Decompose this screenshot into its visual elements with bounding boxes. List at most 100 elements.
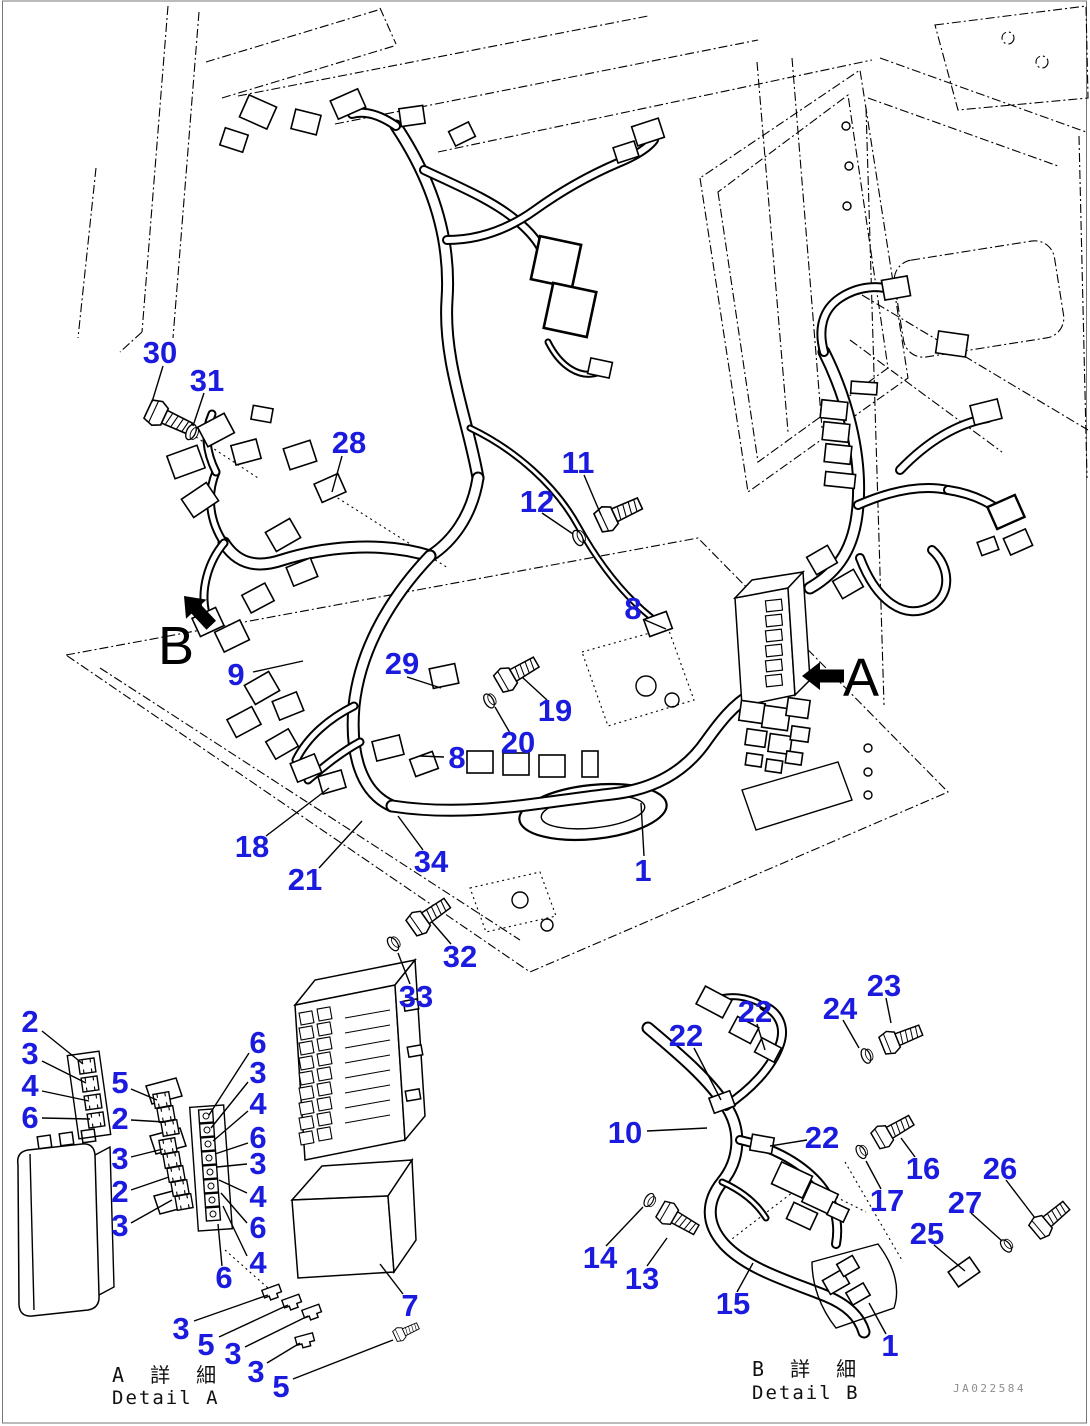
connector [264, 517, 302, 553]
fuse-slot-line [344, 1039, 391, 1049]
callout-3: 3 [111, 1141, 128, 1176]
callout-leader [406, 676, 442, 689]
connector [289, 752, 323, 784]
parts-diagram-art: 3031281112892919208182134132332346523236… [16, 5, 1089, 1404]
connector [784, 696, 812, 720]
detail-b-title-en: Detail B [752, 1382, 860, 1404]
callout-leader [212, 1110, 249, 1142]
connector [282, 439, 318, 471]
connectors-and-fasteners [77, 87, 1075, 1350]
connector [934, 330, 970, 358]
fuse-slot [764, 643, 784, 658]
fuse-slot [298, 1055, 315, 1071]
callout-leader [130, 1176, 170, 1191]
harness-tube [857, 547, 950, 615]
connector [707, 1089, 737, 1115]
connector [213, 618, 251, 654]
connector [694, 985, 734, 1019]
callout-17: 17 [870, 1183, 904, 1218]
fusible-link [200, 1150, 218, 1166]
connector [289, 108, 323, 136]
callout-leader [419, 755, 445, 758]
callout-leader [222, 1205, 248, 1257]
callout-leader [769, 1139, 808, 1147]
fuse-slot [298, 1085, 315, 1101]
callout-23: 23 [867, 968, 901, 1003]
view-letter-b: B [158, 616, 194, 676]
detail-a-title-en: Detail A [112, 1387, 220, 1409]
connector [753, 1036, 783, 1064]
callout-leader [521, 676, 548, 701]
connector [785, 1201, 819, 1231]
callout-leader [41, 1117, 91, 1120]
callout-leader [193, 1294, 269, 1322]
fusible-link [199, 1136, 217, 1152]
connector [240, 581, 276, 615]
callout-10: 10 [608, 1115, 642, 1150]
fuse-slot [316, 1051, 333, 1067]
connector [748, 1133, 776, 1155]
callout-leader [220, 1192, 248, 1224]
clip [294, 1332, 317, 1350]
callout-leader [397, 815, 424, 851]
callout-leader [208, 1052, 250, 1116]
fuse-slot [316, 1096, 333, 1112]
callout-6: 6 [215, 1260, 232, 1295]
callout-20: 20 [501, 725, 535, 760]
callout-15: 15 [716, 1286, 750, 1321]
callout-4: 4 [249, 1245, 267, 1280]
callout-2: 2 [21, 1004, 38, 1039]
connector [538, 754, 566, 778]
fusible-link [198, 1122, 216, 1138]
callout-3: 3 [249, 1146, 266, 1181]
harness-tube-outline [423, 471, 485, 563]
fuse-slot [298, 1040, 315, 1056]
callout-leader [130, 1088, 158, 1101]
fuse-slot-line [344, 1069, 391, 1079]
callout-26: 26 [983, 1151, 1017, 1186]
connector [823, 442, 853, 466]
connector [976, 535, 1000, 557]
callout-7: 7 [401, 1288, 418, 1323]
fuse-slot [298, 1115, 315, 1131]
callout-4: 4 [249, 1086, 267, 1121]
clip [281, 1293, 304, 1313]
callout-21: 21 [288, 862, 322, 897]
connector [612, 139, 640, 165]
detail-a-cover-panel [16, 1128, 115, 1317]
callout-27: 27 [948, 1185, 982, 1220]
fuse-slot [764, 613, 784, 628]
connector [316, 769, 348, 795]
view-letter-a: A [843, 648, 879, 708]
connector [744, 727, 768, 749]
connector [180, 481, 220, 519]
callout-leader [214, 1142, 249, 1155]
connector [225, 705, 263, 739]
callout-leader [151, 365, 164, 403]
connector [285, 556, 319, 588]
callout-4: 4 [21, 1068, 39, 1103]
callout-11: 11 [562, 445, 595, 480]
connector [428, 662, 460, 690]
callout-2: 2 [111, 1174, 128, 1209]
harness-tube [219, 538, 435, 569]
callout-8: 8 [448, 740, 465, 775]
connector [819, 398, 849, 422]
fuse-slot-line [344, 1099, 391, 1109]
connector [165, 444, 207, 480]
connector [805, 544, 839, 576]
callout-leader [1005, 1179, 1036, 1219]
callout-leader [541, 512, 574, 535]
callout-leader [868, 1302, 887, 1335]
callout-22: 22 [738, 994, 772, 1029]
callout-6: 6 [21, 1100, 38, 1135]
washer [858, 1045, 876, 1066]
fuse-slot [316, 1081, 333, 1097]
callout-leader [292, 1339, 394, 1380]
fuse-slot-line [344, 1084, 391, 1094]
fuse-slot [298, 1070, 315, 1086]
fuse-slot [298, 1010, 315, 1026]
detail-a-fuse-box [293, 958, 426, 1161]
